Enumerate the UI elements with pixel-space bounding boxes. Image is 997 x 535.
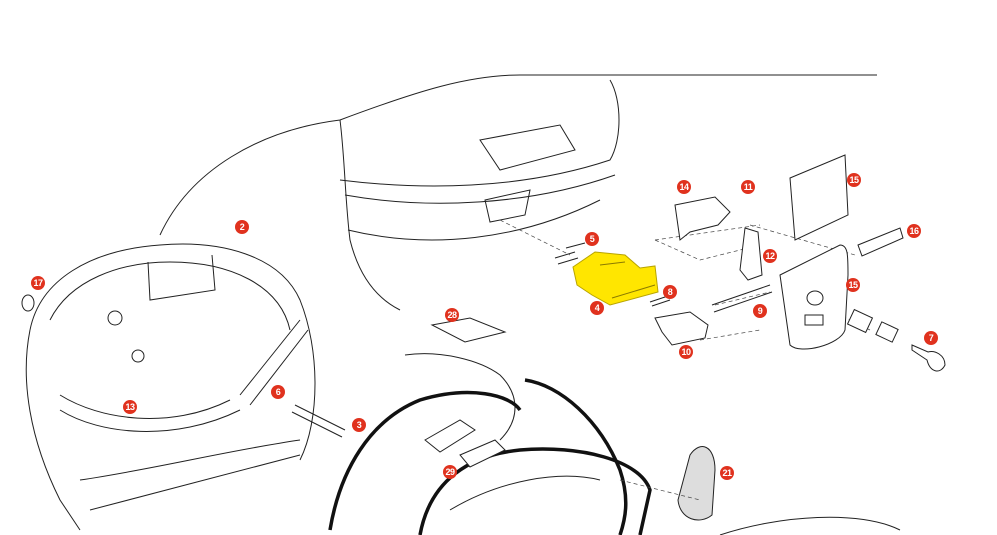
pin-part bbox=[711, 284, 773, 313]
lock-cylinder-part bbox=[846, 308, 874, 334]
top-case-lid bbox=[159, 74, 877, 311]
callout-10: 10 bbox=[679, 345, 693, 359]
callout-15-top: 15 bbox=[847, 173, 861, 187]
ring-part bbox=[21, 294, 35, 312]
handle-part bbox=[779, 244, 849, 350]
callout-5: 5 bbox=[585, 232, 599, 246]
callout-9: 9 bbox=[753, 304, 767, 318]
cover-plate-part bbox=[789, 154, 849, 241]
lock-barrel-part bbox=[875, 321, 899, 343]
callout-6: 6 bbox=[271, 385, 285, 399]
callout-13: 13 bbox=[123, 400, 137, 414]
right-case-shell bbox=[328, 353, 901, 535]
callout-4: 4 bbox=[590, 301, 604, 315]
callout-28: 28 bbox=[445, 308, 459, 322]
highlighted-latch-part bbox=[572, 251, 659, 306]
spring-part bbox=[554, 242, 586, 265]
callout-29: 29 bbox=[443, 465, 457, 479]
callout-16: 16 bbox=[907, 224, 921, 238]
bracket-part bbox=[674, 196, 731, 241]
lever-part bbox=[654, 311, 709, 346]
callout-14: 14 bbox=[677, 180, 691, 194]
callout-2: 2 bbox=[235, 220, 249, 234]
callout-3: 3 bbox=[352, 418, 366, 432]
callout-21: 21 bbox=[720, 466, 734, 480]
callout-7: 7 bbox=[924, 331, 938, 345]
plate-part bbox=[430, 317, 507, 343]
callout-15-bottom: 15 bbox=[846, 278, 860, 292]
left-case-shell bbox=[25, 243, 316, 531]
mesh-part bbox=[677, 446, 716, 521]
hinge-part bbox=[424, 419, 506, 468]
callout-12: 12 bbox=[763, 249, 777, 263]
callout-11: 11 bbox=[741, 180, 755, 194]
key-part bbox=[911, 344, 946, 372]
callout-8: 8 bbox=[663, 285, 677, 299]
callout-17: 17 bbox=[31, 276, 45, 290]
key-insert-part bbox=[857, 227, 904, 257]
rod-part bbox=[291, 404, 346, 438]
catch-part bbox=[739, 227, 763, 281]
